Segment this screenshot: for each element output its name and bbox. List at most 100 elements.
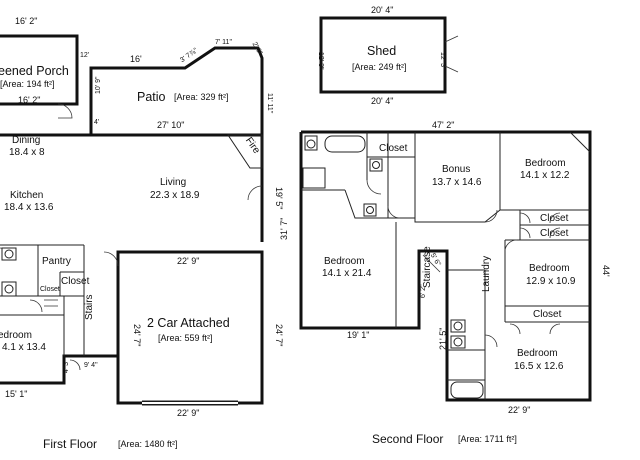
bedroom2-size: 12.9 x 10.9 <box>526 276 576 287</box>
first-floor-label: First Floor <box>43 437 97 451</box>
sink-basin <box>4 249 14 259</box>
second-bottom-dim: 19' 1" <box>347 330 369 340</box>
interior-wall <box>344 189 415 219</box>
garage-area: [Area: 559 ft²] <box>158 333 213 343</box>
garage-bottom-dim: 22' 9" <box>177 408 199 418</box>
dining-name: Dining <box>12 135 40 146</box>
step-dim: 9' 4" <box>84 362 98 369</box>
shower-fixture <box>302 167 326 189</box>
patio-top2-dim: 7' 11" <box>215 39 232 46</box>
closet-label: Closet <box>61 276 90 287</box>
bedroom3-name: Bedroom <box>517 348 558 359</box>
first-floor-area: [Area: 1480 ft²] <box>118 439 178 449</box>
door-swing <box>69 359 81 371</box>
second-floor-plan: 47' 2" 44' 31' 7" 19' 1" 22' 9" 21' 5" 6… <box>279 120 611 446</box>
shed-name: Shed <box>367 44 396 58</box>
living-right-dim: 19' 5" <box>274 187 284 209</box>
second-right-dim: 44' <box>601 265 611 277</box>
laundry-label: Laundry <box>481 256 492 292</box>
shed-walls <box>319 16 447 94</box>
second-small-dim: 6' 2" <box>420 284 427 298</box>
pantry-label: Pantry <box>42 256 71 267</box>
door-swing <box>484 334 498 348</box>
sink-basin <box>453 321 463 331</box>
shed-top-dim: 20' 4" <box>371 5 393 15</box>
second-mid-dim: 21' 5" <box>438 328 448 350</box>
bedroom1-name: Bedroom <box>525 158 566 169</box>
door-swing <box>366 179 382 195</box>
shed-right-dim: 12' 3" <box>439 52 446 70</box>
staircase-label: Staircase <box>422 246 433 288</box>
kitchen-size: 18.4 x 13.6 <box>4 202 54 213</box>
porch-area: [Area: 194 ft²] <box>0 79 55 89</box>
shed-plan: 20' 4" Shed [Area: 249 ft²] 20' 4" 12' 3… <box>317 5 459 106</box>
door-swing <box>57 103 73 119</box>
closet-door-swing <box>519 212 561 224</box>
bedroom1-size: 14.1 x 12.2 <box>520 170 570 181</box>
bedroom3-size: 16.5 x 12.6 <box>514 361 564 372</box>
first-floor-plan: 16' 2" eened Porch [Area: 194 ft²] 16' 2… <box>0 16 284 451</box>
porch-name: eened Porch <box>0 64 69 78</box>
porch-top-dim: 16' 2" <box>15 16 37 26</box>
screened-porch-walls <box>0 34 79 106</box>
patio-right-dim: 11' 11" <box>266 93 273 114</box>
closet-a-label: Closet <box>540 213 569 224</box>
closet-c-label: Closet <box>533 309 562 320</box>
second-floor-area: [Area: 1711 ft²] <box>458 434 517 444</box>
bedroom4-name: Bedroom <box>324 256 365 267</box>
bedroom4-size: 14.1 x 21.4 <box>322 268 372 279</box>
patio-left-dim: 10' 9" <box>95 76 102 94</box>
porch-bottom-dim: 16' 2" <box>18 95 40 105</box>
shed-left-dim: 12' 3" <box>317 52 324 70</box>
bedroom2-name: Bedroom <box>529 263 570 274</box>
sink-basin <box>453 337 463 347</box>
step-v-dim: 4' 3" <box>63 359 70 373</box>
patio-left-small-dim: 4' <box>94 119 99 126</box>
toilet-bowl <box>306 139 316 149</box>
bedroom-name: edroom <box>0 330 32 341</box>
patio-top-dim: 16' <box>130 54 142 64</box>
door-swing <box>29 299 43 313</box>
second-left-dim: 31' 7" <box>279 218 289 240</box>
shed-door-swing <box>444 35 459 73</box>
bonus-size: 13.7 x 14.6 <box>432 177 482 188</box>
fireplace <box>227 134 263 169</box>
garage-top-dim: 22' 9" <box>177 256 199 266</box>
patio-area: [Area: 329 ft²] <box>174 92 229 102</box>
closet-b-label: Closet <box>540 228 569 239</box>
closet-small-label: Closet <box>40 286 60 293</box>
angled-wall <box>569 131 591 153</box>
bedroom-size: 4.1 x 13.4 <box>2 342 46 353</box>
fire-label: Fire <box>243 135 262 156</box>
second-top-dim: 47' 2" <box>432 120 454 130</box>
porch-side-dim: 12' <box>80 52 89 59</box>
door-swing <box>504 239 518 251</box>
dining-size: 18.4 x 8 <box>9 147 45 158</box>
garage-name: 2 Car Attached <box>147 316 230 330</box>
closet-rod <box>44 299 58 307</box>
garage-right-dim: 24' 7" <box>274 324 284 346</box>
closet-top-label: Closet <box>379 143 408 154</box>
shed-bottom-dim: 20' 4" <box>371 96 393 106</box>
stairs-label: Stairs <box>84 294 95 320</box>
closet-door-swing <box>519 227 561 239</box>
shed-area: [Area: 249 ft²] <box>352 62 407 72</box>
kitchen-name: Kitchen <box>10 190 43 201</box>
second-floor-label: Second Floor <box>372 432 443 446</box>
second-bottom-right-dim: 22' 9" <box>508 405 530 415</box>
second-floor-outer-walls <box>299 130 592 402</box>
living-name: Living <box>160 177 186 188</box>
bonus-name: Bonus <box>442 164 470 175</box>
bottom-left-dim: 15' 1" <box>5 389 27 399</box>
closet-door-swing <box>509 323 561 335</box>
garage-left-dim: 24' 7" <box>132 324 142 346</box>
toilet-bowl <box>366 206 374 214</box>
toilet-bowl <box>4 284 14 294</box>
door-swing <box>484 209 498 223</box>
door-swing <box>103 251 119 267</box>
sink-basin <box>372 161 380 169</box>
bathtub-fixture <box>450 381 484 399</box>
door-swing <box>387 205 401 219</box>
